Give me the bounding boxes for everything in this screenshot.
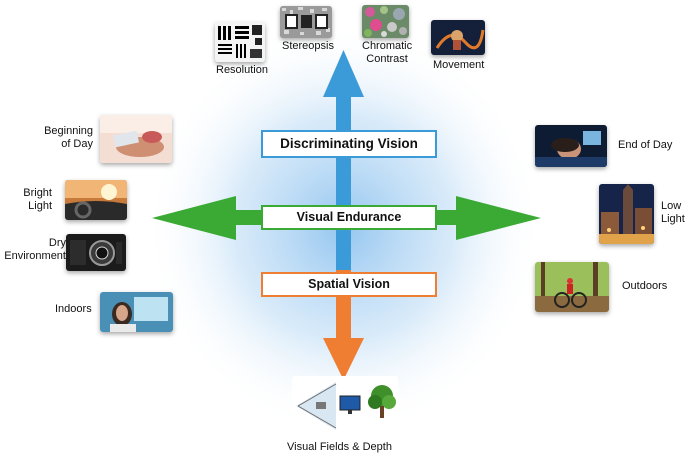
end-of-day-label: End of Day: [618, 139, 673, 151]
dry-environment-label: Dry Environment: [4, 237, 66, 262]
chromatic-contrast-label: Chromatic Contrast: [362, 40, 413, 65]
resolution-chart-icon: [215, 22, 265, 62]
discriminating-vision-box: Discriminating Vision: [261, 130, 437, 158]
office-screen-icon: [100, 292, 173, 332]
morning-scene-icon: [100, 115, 172, 163]
car-vent-knob-icon: [66, 234, 126, 271]
indoors-label: Indoors: [55, 303, 92, 315]
tired-person-icon: [535, 125, 607, 167]
visual-endurance-box: Visual Endurance: [261, 205, 437, 230]
car-sun-glare-icon: [65, 180, 127, 220]
spatial-vision-box: Spatial Vision: [261, 272, 437, 297]
visual-field-tree-icon: [292, 376, 398, 440]
stereopsis-pattern-icon: [280, 6, 332, 38]
cyclist-forest-icon: [535, 262, 609, 312]
motion-scene-icon: [431, 20, 485, 55]
beginning-of-day-label: Beginning of Day: [44, 125, 93, 150]
stereopsis-label: Stereopsis: [282, 40, 334, 52]
movement-label: Movement: [433, 59, 485, 71]
visual-fields-depth-label: Visual Fields & Depth: [287, 441, 392, 453]
bright-light-label: Bright Light: [23, 187, 52, 212]
outdoors-label: Outdoors: [622, 280, 668, 292]
night-city-icon: [599, 184, 654, 244]
resolution-label: Resolution: [216, 64, 268, 76]
low-light-label: Low Light: [661, 200, 685, 225]
color-contrast-icon: [362, 5, 409, 38]
